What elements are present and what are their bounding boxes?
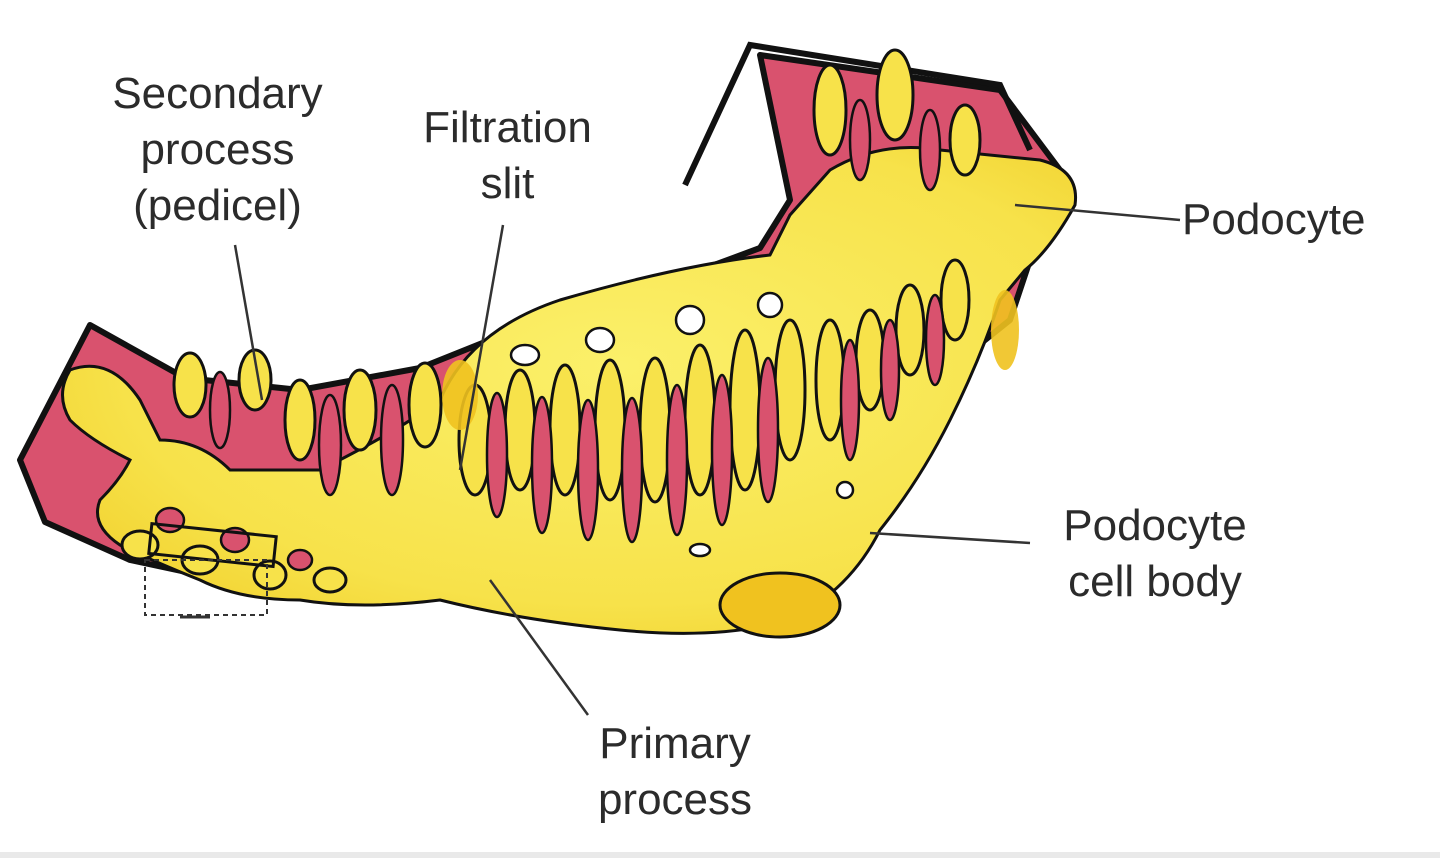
leader-cell-body [869, 531, 1031, 545]
label-filtration-slit: Filtration slit [423, 103, 592, 208]
leader-podocyte [1014, 203, 1181, 222]
leader-secondary-process [233, 244, 264, 401]
bottom-edge [0, 852, 1440, 858]
label-primary-process: Primary process [597, 719, 753, 824]
leader-lines [233, 203, 1181, 716]
capillary-top-edge [682, 41, 1033, 187]
leader-primary-process [488, 579, 590, 716]
cell-body-nucleus [718, 571, 842, 639]
slit-openings [509, 291, 855, 558]
label-podocyte-cell-body: Podocyte cell body [1063, 501, 1247, 606]
label-secondary-process: Secondary process (pedicel) [112, 69, 323, 230]
leader-filtration-slit [458, 224, 505, 471]
filtration-slits [154, 98, 946, 572]
shade-lobe-right [991, 290, 1019, 370]
detail-box [144, 521, 278, 619]
label-podocyte: Podocyte [1182, 195, 1366, 244]
